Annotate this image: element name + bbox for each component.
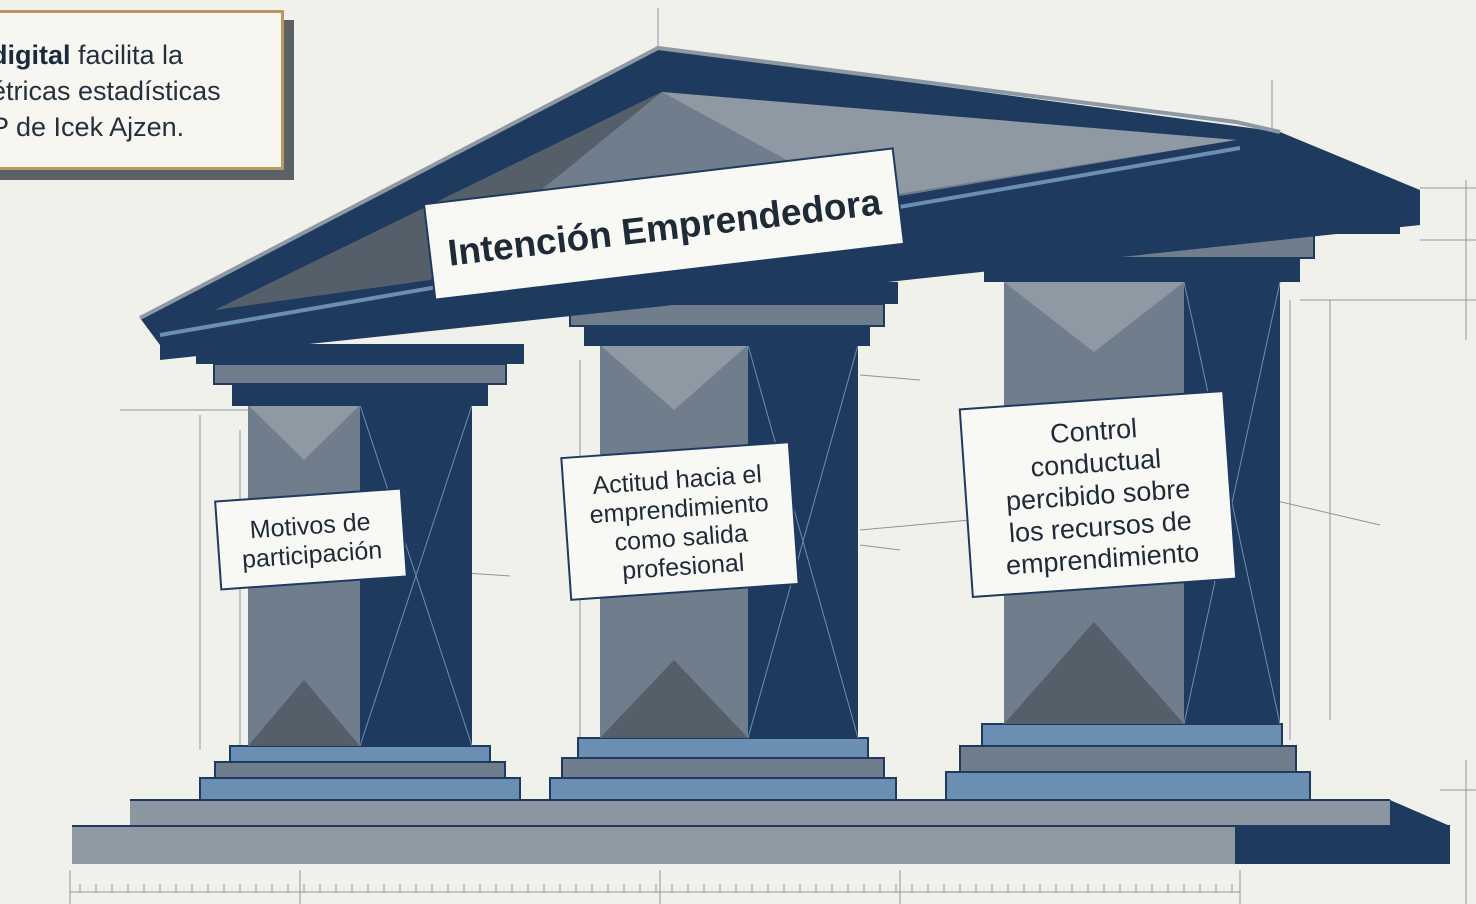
- callout-line-1: digital facilita la: [0, 37, 281, 73]
- ruler-ticks: [70, 884, 1240, 893]
- pillar-1-sign: Motivos de participación: [214, 487, 408, 591]
- callout-line-3: P de Icek Ajzen.: [0, 112, 185, 142]
- pillar-3-sign: Control conductual percibido sobre los r…: [958, 389, 1238, 599]
- info-callout: digital facilita la étricas estadísticas…: [0, 10, 284, 170]
- pillar-3-label-line-1: Control: [1049, 413, 1138, 449]
- temple-base: [72, 799, 1450, 864]
- callout-bold-word: digital: [0, 40, 71, 70]
- pillar-2-sign: Actitud hacia el emprendimiento como sal…: [560, 441, 800, 601]
- callout-line-1-text: facilita la: [70, 40, 184, 70]
- callout-line-2: étricas estadísticas: [0, 76, 221, 106]
